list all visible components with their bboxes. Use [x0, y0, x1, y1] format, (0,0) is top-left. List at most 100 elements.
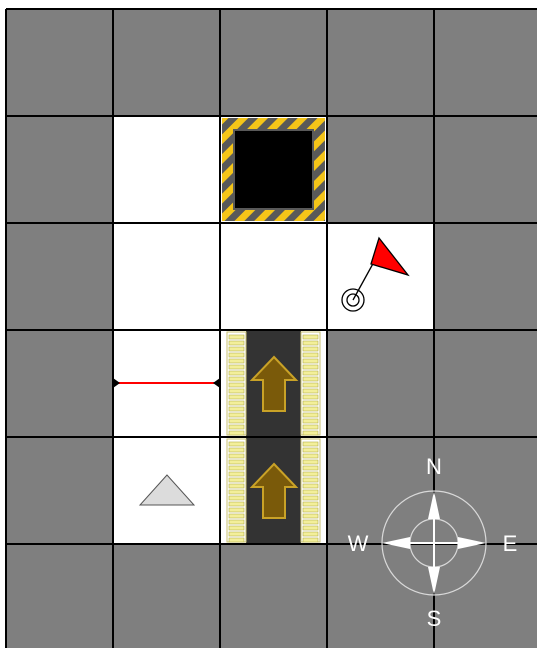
rail-slat	[303, 401, 318, 405]
rail-slat	[303, 413, 318, 417]
rail-slat	[303, 526, 318, 530]
tile-background	[113, 116, 220, 223]
rail-slat	[229, 401, 244, 405]
tile-wall-r1-c3	[327, 116, 434, 223]
compass-north-label: N	[426, 454, 442, 479]
tile-background	[220, 544, 327, 648]
rail-slat	[303, 395, 318, 399]
pit-hole-icon	[234, 130, 313, 209]
tile-background	[6, 437, 113, 544]
rail-slat	[303, 407, 318, 411]
rail-slat	[303, 335, 318, 339]
rail-slat	[229, 466, 244, 470]
tile-background	[6, 116, 113, 223]
tile-wall-r0-c0	[6, 9, 113, 116]
tile-background	[113, 544, 220, 648]
conveyor-rail-right	[301, 332, 320, 435]
tile-wall-r0-c3	[327, 9, 434, 116]
rail-slat	[303, 353, 318, 357]
rail-slat	[229, 454, 244, 458]
rail-slat	[303, 532, 318, 536]
tile-wall-r4-c3	[327, 437, 434, 544]
rail-slat	[229, 365, 244, 369]
rail-slat	[303, 454, 318, 458]
tile-background	[434, 330, 537, 437]
rail-slat	[229, 353, 244, 357]
tile-background	[6, 9, 113, 116]
rail-slat	[229, 460, 244, 464]
rail-slat	[229, 407, 244, 411]
rail-slat	[229, 359, 244, 363]
tile-background	[327, 544, 434, 648]
tile-floor-r2-c1	[113, 223, 220, 330]
rail-slat	[229, 377, 244, 381]
rail-slat	[303, 520, 318, 524]
rail-slat	[229, 371, 244, 375]
rail-slat	[229, 484, 244, 488]
tile-background	[434, 544, 537, 648]
tile-wall-r5-c4	[434, 544, 537, 648]
tile-wall-r5-c1	[113, 544, 220, 648]
tile-wall-r3-c3	[327, 330, 434, 437]
tile-background	[113, 9, 220, 116]
rail-slat	[303, 383, 318, 387]
tile-wall-r0-c2	[220, 9, 327, 116]
rail-slat	[229, 448, 244, 452]
rail-slat	[229, 538, 244, 542]
rail-slat	[229, 431, 244, 435]
rail-slat	[229, 442, 244, 446]
tile-background	[434, 116, 537, 223]
rail-slat	[303, 389, 318, 393]
rail-slat	[229, 508, 244, 512]
conveyor-rail-right	[301, 439, 320, 542]
rail-slat	[303, 490, 318, 494]
tile-conveyor-r4-c2	[220, 437, 327, 544]
rail-slat	[303, 508, 318, 512]
rail-slat	[303, 431, 318, 435]
rail-slat	[229, 413, 244, 417]
tile-background	[434, 437, 537, 544]
rail-slat	[229, 496, 244, 500]
tile-wall-r0-c4	[434, 9, 537, 116]
tile-background	[327, 9, 434, 116]
rail-slat	[229, 532, 244, 536]
rail-slat	[303, 514, 318, 518]
tile-floor-r1-c1	[113, 116, 220, 223]
tile-background	[327, 116, 434, 223]
rail-slat	[229, 383, 244, 387]
tile-background	[327, 437, 434, 544]
rail-slat	[229, 335, 244, 339]
rail-slat	[303, 425, 318, 429]
tile-wall-r1-c0	[6, 116, 113, 223]
tile-background	[6, 223, 113, 330]
compass-east-label: E	[503, 531, 518, 556]
rail-slat	[303, 472, 318, 476]
tile-wall-r2-c4	[434, 223, 537, 330]
tile-background	[6, 330, 113, 437]
tile-pit-r1-c2	[220, 116, 327, 223]
tile-background	[434, 9, 537, 116]
rail-slat	[229, 389, 244, 393]
rail-slat	[303, 466, 318, 470]
rail-slat	[303, 419, 318, 423]
tile-background	[113, 223, 220, 330]
rail-slat	[303, 448, 318, 452]
rail-slat	[303, 365, 318, 369]
tile-wall-r5-c2	[220, 544, 327, 648]
rail-slat	[303, 371, 318, 375]
rail-slat	[229, 341, 244, 345]
tile-flag-r2-c3	[327, 223, 434, 330]
rail-slat	[229, 526, 244, 530]
rail-slat	[303, 538, 318, 542]
conveyor-rail-left	[227, 439, 246, 542]
rail-slat	[303, 502, 318, 506]
tile-wall-r5-c3	[327, 544, 434, 648]
rail-slat	[229, 514, 244, 518]
tile-wall-r3-c4	[434, 330, 537, 437]
rail-slat	[303, 347, 318, 351]
compass-west-label: W	[348, 531, 369, 556]
tile-background	[6, 544, 113, 648]
rail-slat	[229, 472, 244, 476]
tile-robot-r4-c1	[113, 437, 220, 544]
